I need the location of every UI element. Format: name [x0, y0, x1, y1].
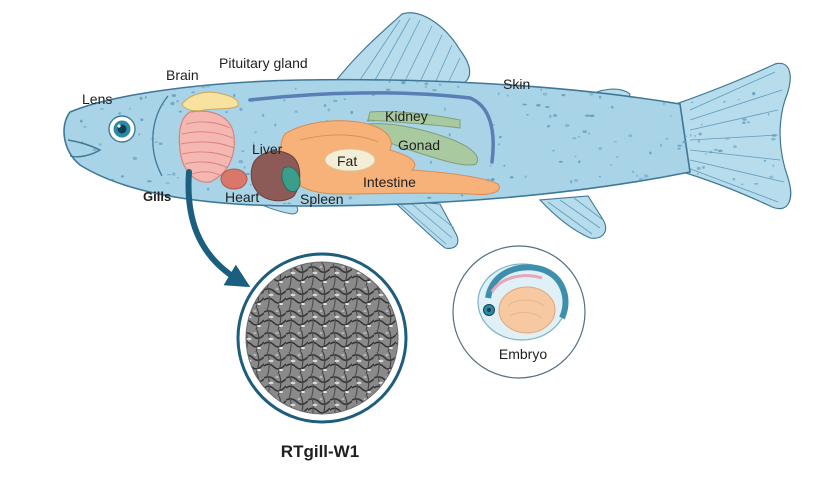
dorsal-vessel — [248, 91, 495, 164]
label-intestine: Intestine — [363, 174, 416, 190]
label-pituitary: Pituitary gland — [219, 55, 308, 71]
intestine-organ — [280, 120, 500, 196]
spleen-organ — [281, 166, 301, 193]
cell-line-label: RTgill-W1 — [281, 442, 359, 461]
embryo-circle — [452, 245, 586, 379]
cell-culture-circle — [236, 252, 408, 424]
label-spleen: Spleen — [300, 191, 344, 207]
operculum — [152, 95, 169, 177]
label-skin: Skin — [503, 76, 530, 92]
pelvic-fin — [390, 199, 459, 249]
label-liver: Liver — [252, 141, 283, 157]
label-fat: Fat — [337, 153, 357, 169]
fat-organ — [324, 148, 376, 172]
label-gonad: Gonad — [398, 137, 440, 153]
mouth — [67, 139, 102, 158]
tail-fin — [675, 62, 792, 210]
dorsal-fin — [333, 12, 471, 85]
label-brain: Brain — [166, 67, 199, 83]
anal-fin — [538, 195, 607, 239]
gills-to-culture-arrow — [185, 169, 251, 288]
gonad-organ — [367, 123, 478, 166]
label-kidney: Kidney — [385, 108, 428, 124]
fins — [213, 12, 792, 249]
brain-organ — [181, 91, 239, 112]
kidney-organ — [367, 110, 461, 129]
heart-organ — [220, 168, 248, 190]
gills-organ — [178, 110, 235, 183]
label-heart: Heart — [225, 189, 259, 205]
label-lens: Lens — [82, 91, 112, 107]
label-embryo: Embryo — [499, 346, 547, 362]
label-gills: Gills — [143, 189, 171, 204]
